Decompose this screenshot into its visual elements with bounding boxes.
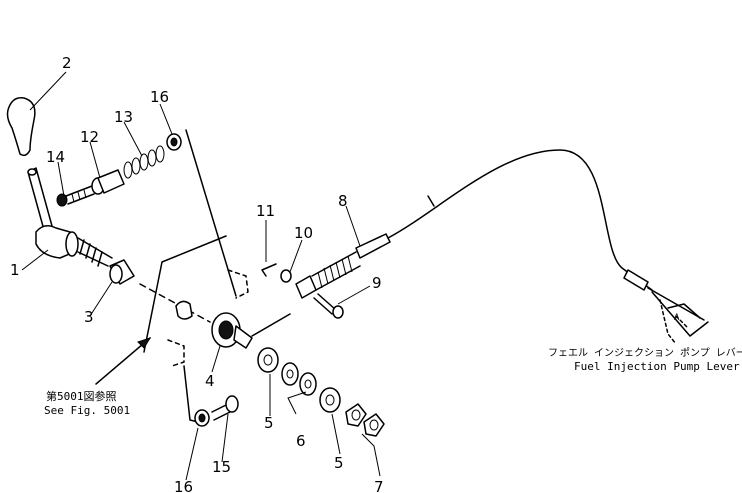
part-knob — [6, 97, 36, 157]
callout-15: 15 — [212, 458, 231, 476]
callout-1: 1 — [10, 261, 20, 279]
callout-16-top: 16 — [150, 88, 169, 106]
callout-8: 8 — [338, 192, 348, 210]
part-bolt-14 — [56, 185, 95, 207]
callout-9: 9 — [372, 274, 382, 292]
callout-5-lower: 5 — [334, 454, 344, 472]
callout-12: 12 — [80, 128, 99, 146]
pump-lever-label-en: Fuel Injection Pump Lever — [574, 360, 740, 373]
pump-lever-bracket: A — [647, 287, 709, 345]
callout-6: 6 — [296, 432, 306, 450]
callout-14: 14 — [46, 148, 65, 166]
part-spring-13 — [123, 145, 165, 179]
svg-text:A: A — [674, 313, 680, 323]
part-collar — [109, 259, 135, 285]
bracket-outline — [139, 129, 249, 423]
part-bolt-15 — [211, 395, 239, 421]
callout-5-upper: 5 — [264, 414, 274, 432]
part-lever — [27, 167, 113, 267]
part-cable-8 — [295, 149, 653, 299]
callout-7: 7 — [374, 478, 384, 493]
see-fig-arrow — [95, 337, 152, 385]
callout-3: 3 — [84, 308, 94, 326]
callout-2: 2 — [62, 54, 72, 72]
callout-11: 11 — [256, 202, 275, 220]
part-nut-16-top — [166, 133, 182, 151]
part-nut-16-bottom — [194, 409, 210, 427]
callout-10: 10 — [294, 224, 313, 242]
part-bolt-9 — [313, 293, 344, 319]
part-washers — [257, 347, 385, 437]
callout-13: 13 — [114, 108, 133, 126]
part-nut-10 — [280, 269, 292, 283]
callout-4: 4 — [205, 372, 215, 390]
see-fig-note-jp: 第5001図参照 — [46, 389, 117, 403]
part-pin-12 — [91, 169, 125, 195]
part-hub-4 — [175, 300, 291, 349]
see-fig-note-en: See Fig. 5001 — [44, 404, 130, 417]
part-pin-11 — [261, 263, 277, 277]
leader-lines — [21, 71, 381, 481]
pump-lever-label-jp: フェエル インジェクション ポンプ レバー — [548, 347, 742, 359]
callout-16-bottom: 16 — [174, 478, 193, 493]
